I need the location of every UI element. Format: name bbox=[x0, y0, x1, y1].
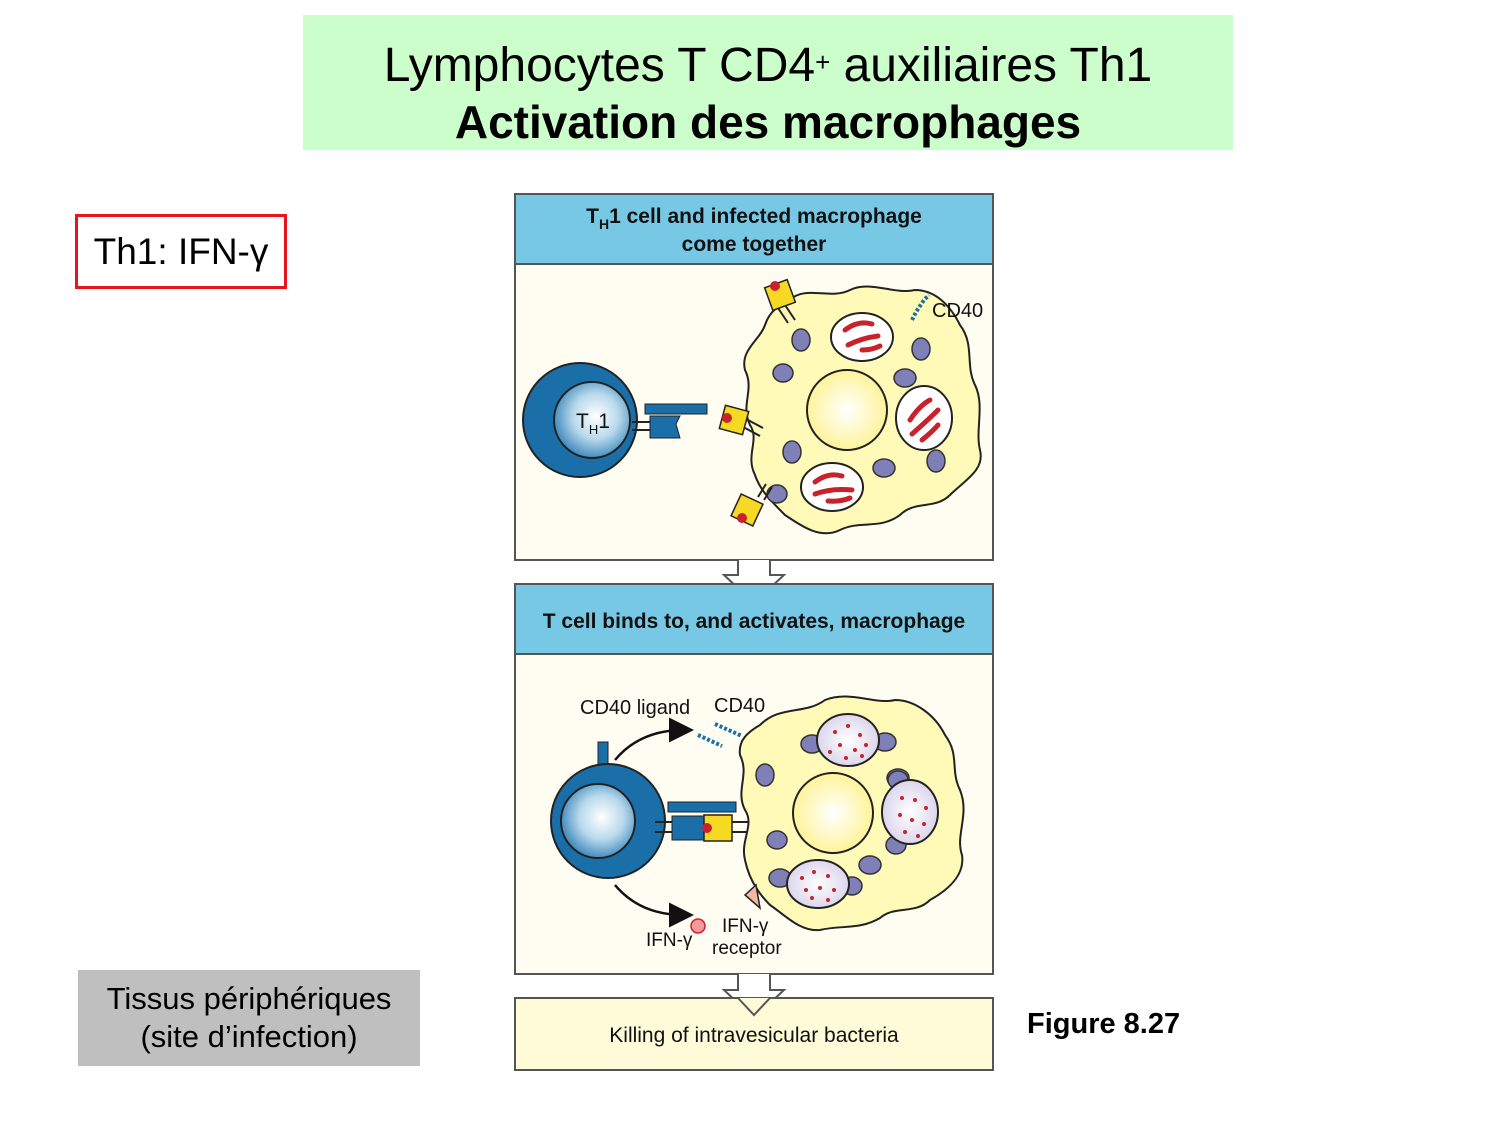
tissue-label-line-1: Tissus périphériques bbox=[106, 981, 392, 1016]
panel-2-header bbox=[514, 583, 994, 655]
tissue-label: Tissus périphériques (site d’infection) bbox=[78, 970, 420, 1066]
th1-cell: TH1 bbox=[522, 362, 708, 478]
infected-vesicle bbox=[895, 385, 953, 451]
title-line-1: Lymphocytes T CD4+ auxiliaires Th1 bbox=[383, 39, 1153, 92]
macrophage-2-nucleus bbox=[792, 772, 874, 854]
cd40-molecule bbox=[910, 293, 931, 321]
cd40-label: CD40 bbox=[932, 300, 983, 322]
mhc-molecule bbox=[718, 404, 764, 437]
th1-ifn-gamma-label: Th1: IFN-γ bbox=[75, 214, 287, 289]
phagolysosome bbox=[800, 713, 897, 767]
mhc-molecule bbox=[763, 278, 797, 324]
phagolysosome bbox=[768, 859, 863, 909]
th1-cell-label: TH1 bbox=[576, 410, 610, 437]
ifn-gamma-label: IFN-γ bbox=[646, 930, 693, 951]
panel-1-header-line-1: TH1 cell and infected macrophage bbox=[586, 205, 922, 232]
ifn-receptor-label-1: IFN-γ bbox=[722, 916, 769, 937]
panel-3-text: Killing of intravesicular bacteria bbox=[609, 1024, 899, 1047]
title-line-2: Activation des macrophages bbox=[454, 96, 1082, 148]
panel-1-header-line-2: come together bbox=[682, 233, 827, 256]
t-cell-activated bbox=[550, 741, 748, 879]
macrophage-1-nucleus bbox=[806, 369, 888, 451]
ifn-gamma-arrow bbox=[614, 884, 694, 928]
panel-1-header bbox=[514, 193, 994, 265]
panel-2: T cell binds to, and activates, macropha… bbox=[514, 583, 994, 975]
infected-vesicle bbox=[830, 312, 894, 362]
tissue-label-line-2: (site d’infection) bbox=[140, 1019, 358, 1054]
cd40-molecule-3 bbox=[697, 733, 723, 748]
ifn-gamma-receptor bbox=[743, 883, 762, 910]
phagolysosome bbox=[881, 770, 939, 855]
cd40-ligand-arrow bbox=[614, 717, 694, 761]
cd40-ligand-label: CD40 ligand bbox=[580, 697, 690, 719]
macrophage-1-granules bbox=[766, 328, 946, 504]
panel-1: TH1 cell and infected macrophage come to… bbox=[514, 193, 994, 561]
ifn-receptor-label-2: receptor bbox=[712, 938, 782, 959]
cd40-label-2: CD40 bbox=[714, 695, 765, 717]
figure-label: Figure 8.27 bbox=[1027, 1008, 1181, 1040]
panel-3: Killing of intravesicular bacteria bbox=[514, 997, 994, 1071]
slide-title: Lymphocytes T CD4+ auxiliaires Th1 Activ… bbox=[303, 15, 1233, 150]
mhc-molecule bbox=[730, 483, 773, 527]
ifn-gamma-molecule bbox=[690, 918, 706, 934]
infected-vesicle bbox=[800, 462, 864, 512]
panel-2-header-text: T cell binds to, and activates, macropha… bbox=[543, 610, 965, 633]
